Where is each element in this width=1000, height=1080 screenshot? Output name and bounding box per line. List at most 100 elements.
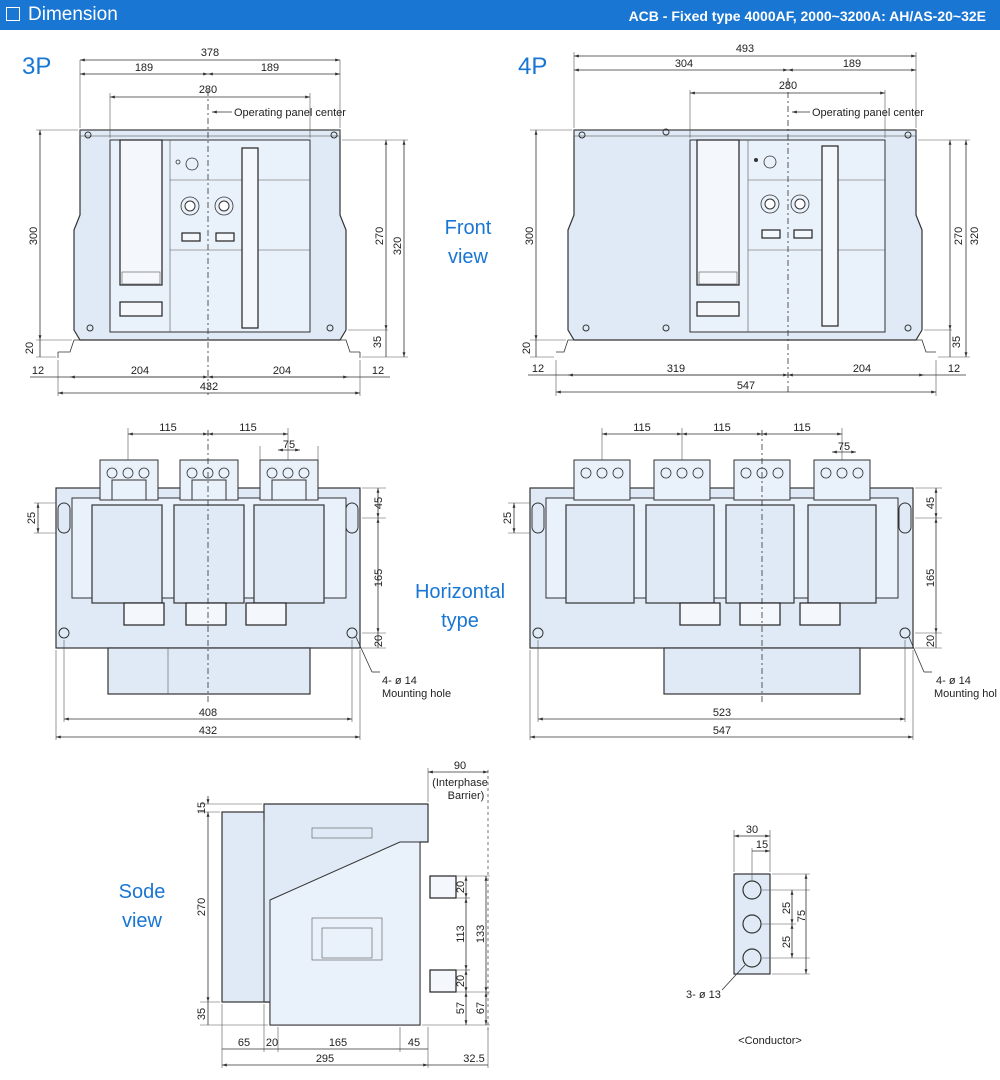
horiz-3p-pole-3	[253, 504, 325, 604]
dim-3p-320: 320	[392, 237, 404, 255]
dim-3p-270: 270	[374, 227, 386, 245]
label-side-1: Sode	[119, 881, 166, 903]
dim-h4p-20: 20	[925, 635, 937, 647]
dim-3p-280: 280	[199, 84, 217, 96]
dim-side-270: 270	[196, 898, 208, 916]
front-3p-on-button-icon	[180, 196, 200, 216]
checkbox-square-icon	[6, 7, 20, 21]
dim-h3p-115a: 115	[159, 422, 177, 434]
dim-4p-319: 319	[667, 363, 685, 375]
dim-side-45: 45	[408, 1037, 420, 1049]
barrier-label-2: Barrier)	[448, 790, 485, 802]
side-view: 90 (Interphase Barrier) 15 270 35 20 113…	[196, 760, 490, 1068]
dim-h4p-165: 165	[925, 569, 937, 587]
dim-cond-25b: 25	[781, 936, 793, 948]
dim-4p-320: 320	[969, 227, 981, 245]
conductor-caption: <Conductor>	[738, 1035, 802, 1047]
dim-side-165: 165	[329, 1037, 347, 1049]
conductor-hole-2	[742, 914, 762, 934]
dim-h4p-523: 523	[713, 707, 731, 719]
dim-h3p-165: 165	[373, 569, 385, 587]
dim-4p-20: 20	[521, 342, 533, 354]
dim-h4p-115a: 115	[633, 422, 651, 434]
model-subtitle: ACB - Fixed type 4000AF, 2000~3200A: AH/…	[628, 8, 986, 24]
dim-4p-270: 270	[953, 227, 965, 245]
front-4p-off-button-icon	[790, 194, 810, 214]
header-bar: Dimension ACB - Fixed type 4000AF, 2000~…	[0, 0, 1000, 30]
front-3p-counter	[119, 301, 163, 317]
dim-3p-378: 378	[201, 47, 219, 59]
dim-h4p-75: 75	[838, 441, 850, 453]
dim-cond-15: 15	[756, 839, 768, 851]
dim-side-133: 133	[475, 925, 487, 943]
operating-center-3p: Operating panel center	[234, 107, 346, 119]
front-4p-window	[696, 139, 740, 286]
front-3p-foot-left	[58, 339, 80, 353]
dim-3p-189a: 189	[135, 62, 153, 74]
dim-h4p-45: 45	[925, 497, 937, 509]
mount-qty-3p: 4- ø 14	[382, 675, 417, 687]
horiz-3p-mount-hole-left	[58, 627, 70, 639]
dim-3p-12a: 12	[32, 365, 44, 377]
conductor-hole-1	[742, 880, 762, 900]
front-3p-off-button-icon	[214, 196, 234, 216]
side-terminal-top	[429, 875, 457, 899]
label-side-2: view	[122, 910, 163, 932]
dim-side-65: 65	[238, 1037, 250, 1049]
front-3p-handle	[241, 147, 259, 329]
conductor-hole-3	[742, 948, 762, 968]
front-view-3p: 378 189 189 280 Operating panel center 3…	[24, 47, 408, 396]
label-front-1: Front	[445, 217, 492, 239]
side-front-panel	[221, 811, 271, 1003]
dim-cond-25a: 25	[781, 902, 793, 914]
label-3p: 3P	[22, 53, 51, 80]
dim-4p-12a: 12	[532, 363, 544, 375]
front-3p-key-icon	[185, 157, 199, 171]
dim-side-90: 90	[454, 760, 466, 772]
dim-3p-35: 35	[372, 336, 384, 348]
dim-4p-280: 280	[779, 80, 797, 92]
dim-4p-189: 189	[843, 58, 861, 70]
label-horizontal-2: type	[441, 610, 479, 632]
dim-h3p-25: 25	[26, 512, 38, 524]
label-horizontal-1: Horizontal	[415, 581, 505, 603]
dim-side-113: 113	[455, 925, 467, 943]
dim-side-20a: 20	[455, 881, 467, 893]
front-3p-foot-right	[340, 339, 360, 353]
front-4p-handle	[821, 145, 839, 327]
dim-3p-20: 20	[24, 342, 36, 354]
horiz-3p-pole-1	[91, 504, 163, 604]
dim-4p-493: 493	[736, 43, 754, 55]
dim-4p-300: 300	[524, 227, 536, 245]
horiz-3p-lower-block	[107, 647, 311, 695]
horiz-4p-terminals	[573, 459, 871, 501]
dim-side-295: 295	[316, 1053, 334, 1065]
dim-3p-204a: 204	[131, 365, 149, 377]
dim-h3p-115b: 115	[239, 422, 257, 434]
dim-h3p-20: 20	[373, 635, 385, 647]
dim-cond-30: 30	[746, 824, 758, 836]
front-4p-on-button-icon	[760, 194, 780, 214]
dim-side-35: 35	[196, 1008, 208, 1020]
dim-3p-12b: 12	[372, 365, 384, 377]
dim-4p-12b: 12	[948, 363, 960, 375]
dim-h3p-45: 45	[373, 497, 385, 509]
dim-side-67: 67	[475, 1002, 487, 1014]
dim-side-325: 32.5	[463, 1053, 484, 1065]
dim-h4p-547: 547	[713, 725, 731, 737]
dim-h4p-115b: 115	[713, 422, 731, 434]
dim-4p-204: 204	[853, 363, 871, 375]
horiz-3p-mount-hole-right	[346, 627, 358, 639]
label-front-2: view	[448, 246, 489, 268]
dim-side-20b: 20	[455, 975, 467, 987]
dim-h3p-75: 75	[283, 439, 295, 451]
conductor-holes-label: 3- ø 13	[686, 989, 721, 1001]
side-terminal-bottom	[429, 969, 457, 993]
front-3p-top-strip	[79, 129, 341, 137]
mount-label-4p: Mounting hol	[934, 688, 997, 700]
dim-4p-547: 547	[737, 380, 755, 392]
dim-h4p-25: 25	[502, 512, 514, 524]
front-view-4p: 493 304 189 280 Operating panel center 3…	[521, 43, 981, 396]
conductor-view: 30 15 25 25 75 3- ø 13 <Conductor>	[686, 824, 810, 1047]
dim-side-57: 57	[455, 1002, 467, 1014]
